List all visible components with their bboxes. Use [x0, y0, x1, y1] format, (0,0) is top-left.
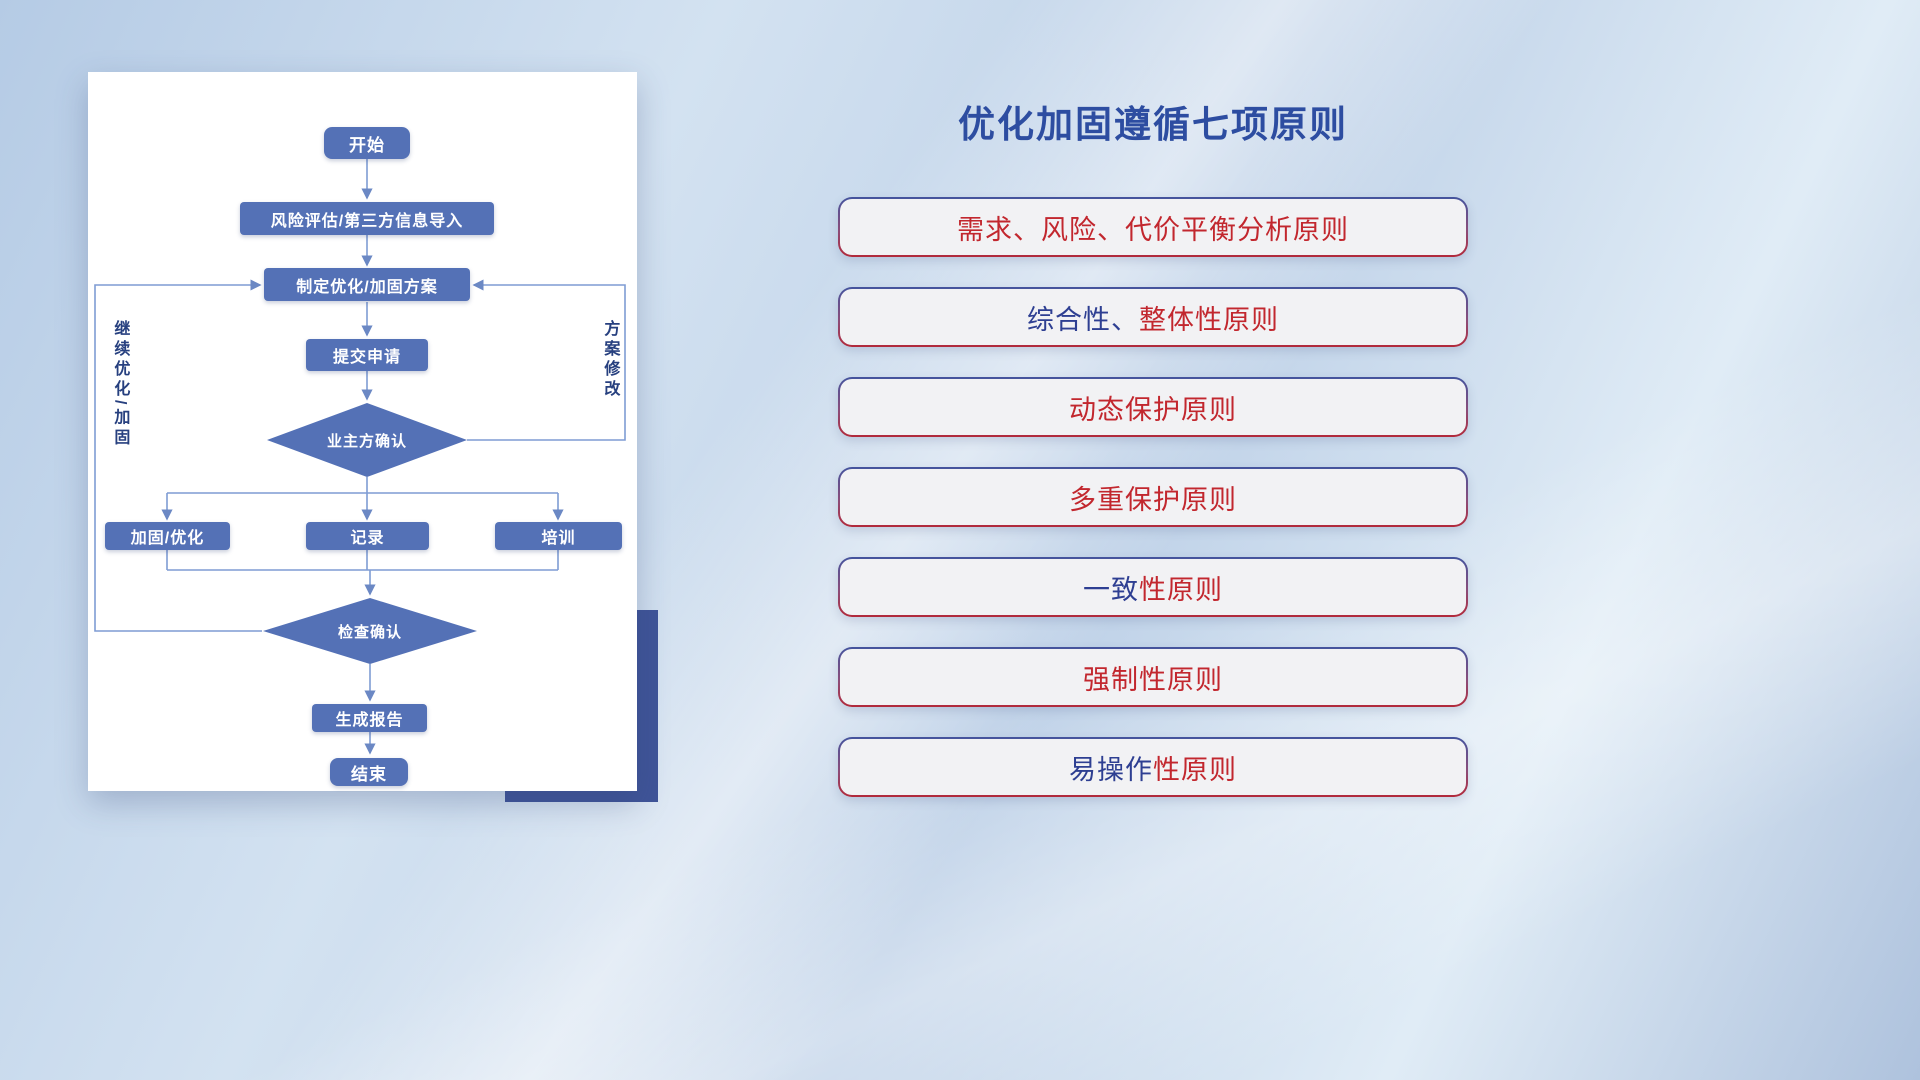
- principle-text-segment: 性原则: [1153, 754, 1237, 785]
- principle-text-segment: 一致: [1083, 574, 1139, 605]
- principle-label: 综合性、整体性原则: [840, 289, 1466, 345]
- principle-text-segment: 多重保护原则: [1069, 484, 1237, 515]
- principle-item: 多重保护原则: [838, 467, 1468, 527]
- principle-text-segment: 强制性原则: [1083, 664, 1223, 695]
- flowchart-card: 开始 风险评估/第三方信息导入 制定优化/加固方案 提交申请 业主方确认 加固/…: [88, 72, 637, 791]
- principle-text-segment: 综合性、: [1027, 304, 1139, 335]
- principle-label: 多重保护原则: [840, 469, 1466, 525]
- principle-text-segment: 动态保护原则: [1069, 394, 1237, 425]
- page-title: 优化加固遵循七项原则: [958, 104, 1348, 145]
- principles-panel: 优化加固遵循七项原则 需求、风险、代价平衡分析原则综合性、整体性原则动态保护原则…: [838, 0, 1468, 1080]
- flow-label-right-loop: 方案修改: [601, 320, 619, 400]
- principle-label: 动态保护原则: [840, 379, 1466, 435]
- principle-item: 动态保护原则: [838, 377, 1468, 437]
- principle-label: 一致性原则: [840, 559, 1466, 615]
- principle-item: 易操作性原则: [838, 737, 1468, 797]
- flow-node-end: 结束: [330, 758, 408, 786]
- flow-label-left-loop: 继续优化/加固: [111, 320, 129, 449]
- flow-node-submit: 提交申请: [306, 339, 428, 371]
- flow-node-plan: 制定优化/加固方案: [264, 268, 470, 301]
- principle-item: 强制性原则: [838, 647, 1468, 707]
- principle-item: 需求、风险、代价平衡分析原则: [838, 197, 1468, 257]
- flow-node-record: 记录: [306, 522, 429, 550]
- flow-node-training: 培训: [495, 522, 622, 550]
- flow-node-report: 生成报告: [312, 704, 427, 732]
- flow-node-harden: 加固/优化: [105, 522, 230, 550]
- flow-node-risk: 风险评估/第三方信息导入: [240, 202, 494, 235]
- flow-connectors: [94, 159, 626, 755]
- principle-text-segment: 整体性原则: [1139, 304, 1279, 335]
- principle-label: 需求、风险、代价平衡分析原则: [840, 199, 1466, 255]
- principle-text-segment: 性原则: [1139, 574, 1223, 605]
- principle-label: 强制性原则: [840, 649, 1466, 705]
- principle-text-segment: 需求、风险、代价平衡分析原则: [957, 214, 1349, 245]
- principle-label: 易操作性原则: [840, 739, 1466, 795]
- flow-node-start: 开始: [324, 127, 410, 159]
- principle-item: 综合性、整体性原则: [838, 287, 1468, 347]
- principle-item: 一致性原则: [838, 557, 1468, 617]
- principle-text-segment: 易操作: [1069, 754, 1153, 785]
- principles-list: 需求、风险、代价平衡分析原则综合性、整体性原则动态保护原则多重保护原则一致性原则…: [838, 197, 1468, 827]
